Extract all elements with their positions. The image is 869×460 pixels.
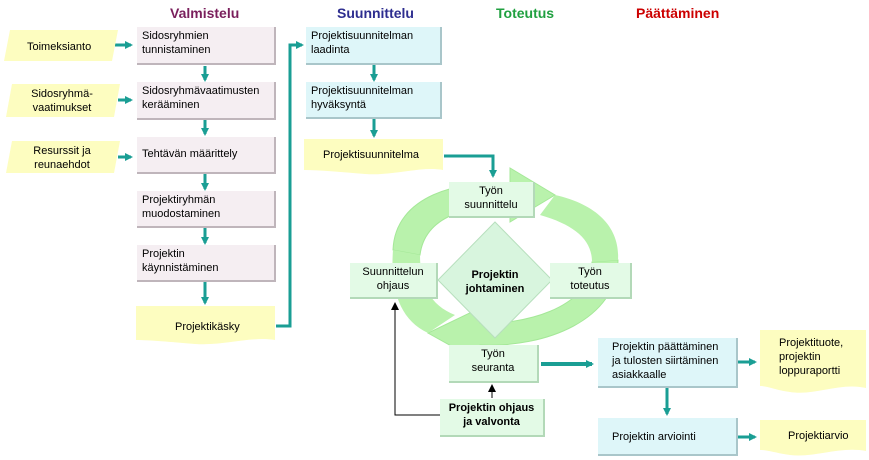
cycle-suunnittelun-ohjaus: Suunnittelun ohjaus (350, 263, 438, 299)
resurssit-shape (6, 141, 120, 173)
cycle-ohjaus-valvonta: Projektin ohjaus ja valvonta (440, 399, 545, 437)
input-toimeksianto: Toimeksianto (27, 41, 92, 53)
task-laadinta: Projektisuunnitelman laadinta (306, 27, 442, 65)
paattaminen-arrows (663, 358, 757, 441)
projektikasky-shape (136, 306, 275, 345)
output-projektikasky: Projektikäsky (175, 321, 240, 333)
output-projektisuunnitelma: Projektisuunnitelma (323, 149, 419, 161)
output-projektiarvio: Projektiarvio (788, 430, 849, 442)
sidosryhmavaatimukset-shape (6, 84, 120, 117)
task-arviointi: Projektin arviointi (598, 418, 738, 456)
projektituote-shape (760, 330, 866, 393)
kasky-to-laadinta-arrow (276, 41, 304, 328)
task-maarittely: Tehtävän määrittely (137, 137, 276, 174)
task-tunnistaminen: Sidosryhmien tunnistaminen (137, 27, 276, 65)
ohjaus-feedback-arrows (391, 302, 496, 416)
cycle-tyon-suunnittelu: Työn suunnittelu (449, 182, 535, 218)
task-hyvaksynta: Projektisuunnitelman hyväksyntä (306, 82, 442, 119)
projektiarvio-shape (760, 420, 866, 456)
output-projektituote: Projektituote, projektin loppuraportti (779, 337, 844, 377)
task-muodostaminen: Projektiryhmän muodostaminen (137, 191, 276, 228)
phase-toteutus: Toteutus (496, 5, 555, 21)
task-keraaminen: Sidosryhmävaatimusten kerääminen (137, 82, 276, 120)
task-siirtaminen: Projektin päättäminen ja tulosten siirtä… (598, 338, 738, 388)
projektisuunnitelma-shape (304, 139, 443, 175)
toimeksianto-shape (4, 30, 118, 61)
phase-paattaminen: Päättäminen (636, 5, 720, 21)
phase-valmistelu: Valmistelu (170, 5, 240, 21)
suunnittelu-arrows (370, 65, 497, 178)
input-resurssit: Resurssit ja reunaehdot (33, 145, 91, 171)
cycle-tyon-seuranta: Työn seuranta (449, 345, 539, 383)
cycle-tyon-toteutus: Työn toteutus (550, 263, 632, 299)
task-kaynnistaminen: Projektin käynnistäminen (137, 245, 276, 282)
phase-suunnittelu: Suunnittelu (337, 5, 414, 21)
cycle-johtaminen: Projektin johtaminen (465, 269, 525, 295)
input-arrows (115, 41, 133, 161)
input-sidosryhmavaatimukset: Sidosryhmä- vaatimukset (31, 88, 93, 114)
johtaminen-diamond (437, 221, 553, 339)
